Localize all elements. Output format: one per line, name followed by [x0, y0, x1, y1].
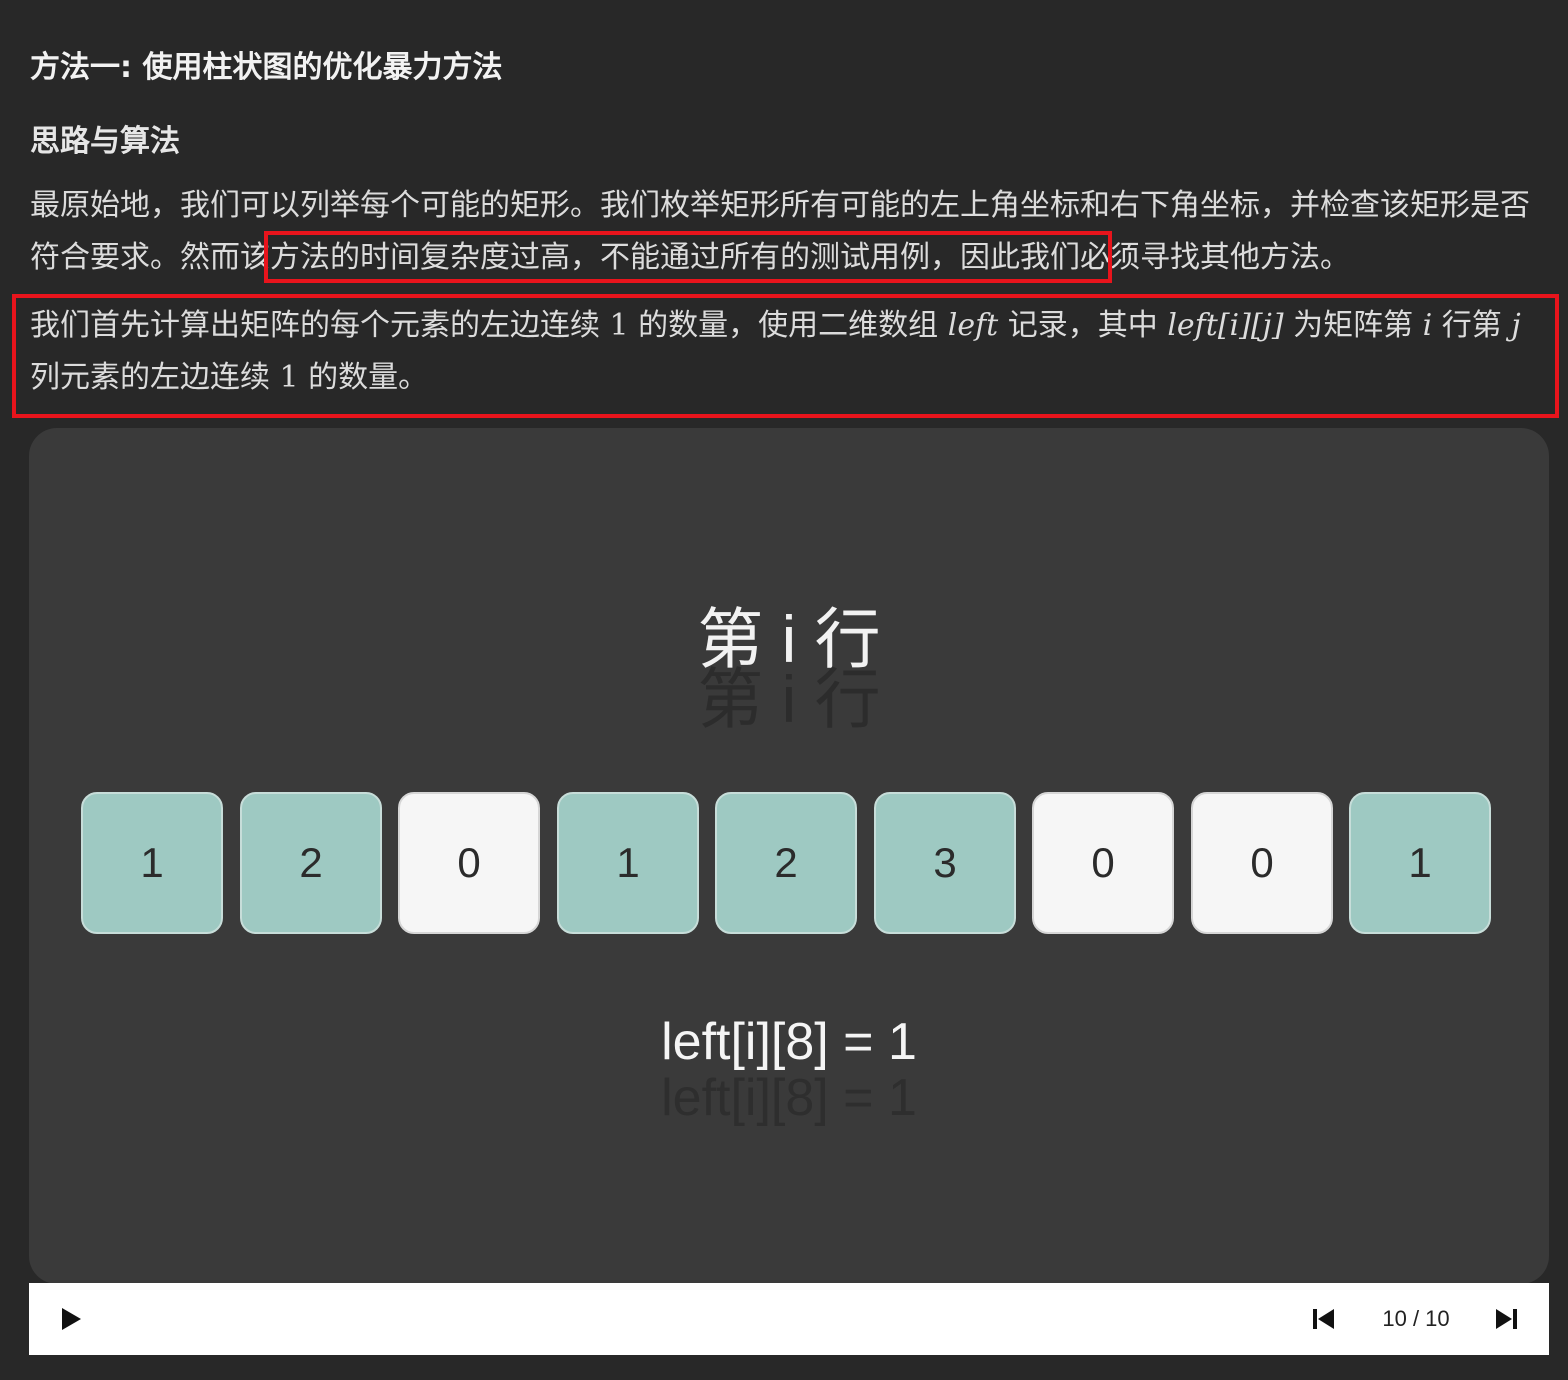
left-value-formula-ghost: left[i][8] = 1 — [661, 1069, 917, 1127]
matrix-cell: 1 — [81, 792, 223, 934]
method-heading: 方法一: 使用柱状图的优化暴力方法 — [30, 50, 503, 85]
step-counter: 10 / 10 — [1382, 1306, 1450, 1331]
intro-text-highlight: 然而该方法的时间复杂度过高，不能通过所有的测试用例， — [180, 240, 960, 275]
math-left-i-j: left[i][j] — [1167, 308, 1284, 343]
para2-text: 的数量，使用二维数组 — [628, 308, 948, 343]
skip-next-icon — [1496, 1309, 1517, 1329]
left-array-paragraph: 我们首先计算出矩阵的每个元素的左边连续 1 的数量，使用二维数组 left 记录… — [30, 300, 1550, 404]
para2-text: 的数量。 — [298, 360, 429, 395]
player-controls: 10 / 10 — [29, 1283, 1549, 1355]
next-step-button[interactable] — [1489, 1283, 1525, 1355]
math-one: 1 — [279, 360, 299, 395]
matrix-cell: 1 — [1349, 792, 1491, 934]
intro-paragraph: 最原始地，我们可以列举每个可能的矩形。我们枚举矩形所有可能的左上角坐标和右下角坐… — [30, 180, 1550, 284]
matrix-cell: 2 — [240, 792, 382, 934]
left-value-formula: left[i][8] = 1 — [661, 1013, 917, 1071]
play-button[interactable] — [55, 1283, 87, 1355]
section-subheading: 思路与算法 — [30, 124, 180, 159]
math-one: 1 — [609, 308, 629, 343]
matrix-cell: 0 — [1191, 792, 1333, 934]
skip-previous-icon — [1313, 1309, 1334, 1329]
math-j: j — [1511, 308, 1521, 343]
matrix-cell: 3 — [874, 792, 1016, 934]
play-icon — [62, 1308, 81, 1330]
para2-text: 列元素的左边连续 — [30, 360, 280, 395]
intro-text-before: 最原始地，我们可以列举每个可能的矩形。我们枚举矩形所有可能的左上角坐标和右下角坐… — [30, 188, 1530, 275]
matrix-cell: 1 — [557, 792, 699, 934]
para2-text: 为矩阵第 — [1283, 308, 1423, 343]
intro-text-after: 因此我们必须寻找其他方法。 — [960, 240, 1350, 275]
math-i: i — [1422, 308, 1433, 343]
previous-step-button[interactable] — [1305, 1283, 1341, 1355]
matrix-cell: 0 — [398, 792, 540, 934]
row-title: 第 i 行 — [697, 602, 881, 676]
matrix-cell: 0 — [1032, 792, 1174, 934]
matrix-cell: 2 — [715, 792, 857, 934]
para2-text: 记录，其中 — [998, 308, 1168, 343]
row-title-ghost: 第 i 行 — [697, 662, 881, 736]
math-left: left — [947, 308, 999, 343]
para2-text: 行第 — [1432, 308, 1512, 343]
para2-text: 我们首先计算出矩阵的每个元素的左边连续 — [30, 308, 610, 343]
